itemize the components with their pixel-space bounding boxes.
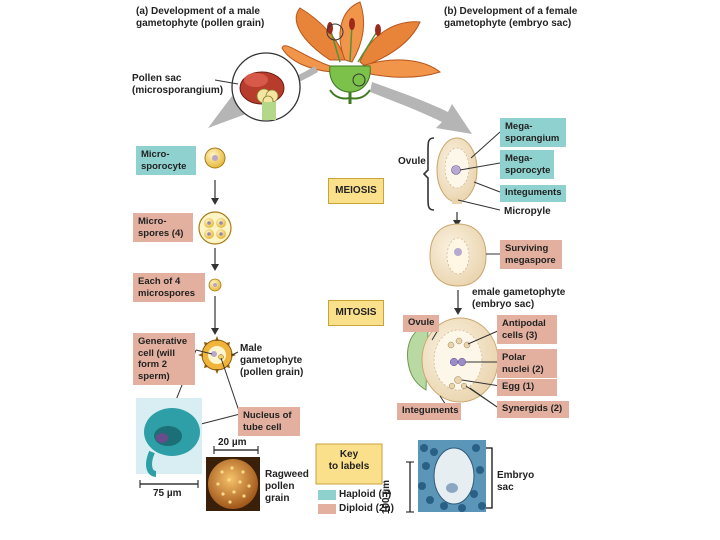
male-header: (a) Development of a male gametophyte (p… [136,6,265,29]
scale-75-label: 75 µm [153,488,182,499]
mitosis-box: MITOSIS [328,300,384,326]
megasporangium-label: Mega- sporangium [500,118,566,147]
female-header: (b) Development of a female gametophyte … [444,6,578,29]
pollen-sac-label: Pollen sac (microsporangium) [132,73,224,96]
surviving-megaspore-illustration [429,223,500,287]
male-development-cells [198,147,236,374]
antipodal-label: Antipodal cells (3) [497,315,557,344]
nucleus-tube-label: Nucleus of tube cell [238,407,300,436]
female-gametophyte-label: emale gametophyte (embryo sac) [472,287,566,310]
flower-illustration [281,1,442,104]
integuments-bottom-label: Integuments [397,403,461,420]
key-title: Key to labels [328,449,370,472]
ovule-leader-lines [457,131,501,211]
key-haploid-swatch [318,490,336,500]
micropyle-label: Micropyle [504,206,551,217]
embryo-sac-label: Embryo sac [497,470,535,493]
ragweed-label: Ragweed pollen grain [265,469,309,504]
ovule-top-label: Ovule [398,156,426,167]
pollen-sac-illustration [214,52,301,122]
key-diploid-swatch [318,504,336,514]
scale-20-label: 20 µm [218,437,247,448]
microsporocyte-label: Micro- sporocyte [136,146,196,175]
embryo-sac-micrograph [406,440,493,513]
key-haploid-label: Haploid (n) [339,489,392,500]
ovule-illustration [422,137,478,211]
generative-cell-label: Generative cell (will form 2 sperm) [133,333,195,385]
ragweed-micrograph [206,446,260,511]
gray-arrow-right [370,82,472,134]
key-box [315,443,383,485]
surviving-megaspore-label: Surviving megaspore [500,240,562,269]
each-microspore-label: Each of 4 microspores [133,273,205,302]
integuments-top-label: Integuments [500,185,566,202]
ovule-bottom-label: Ovule [403,315,439,332]
male-gametophyte-label: Male gametophyte (pollen grain) [240,343,304,378]
egg-label: Egg (1) [497,379,557,396]
megasporocyte-label: Mega- sporocyte [500,150,554,179]
microspores-label: Micro- spores (4) [133,213,193,242]
synergids-label: Synergids (2) [497,401,569,418]
meiosis-box: MEIOSIS [328,178,384,204]
polar-nuclei-label: Polar nuclei (2) [497,349,557,378]
pollen-micrograph [136,398,202,488]
key-diploid-label: Diploid (2n) [339,503,394,514]
